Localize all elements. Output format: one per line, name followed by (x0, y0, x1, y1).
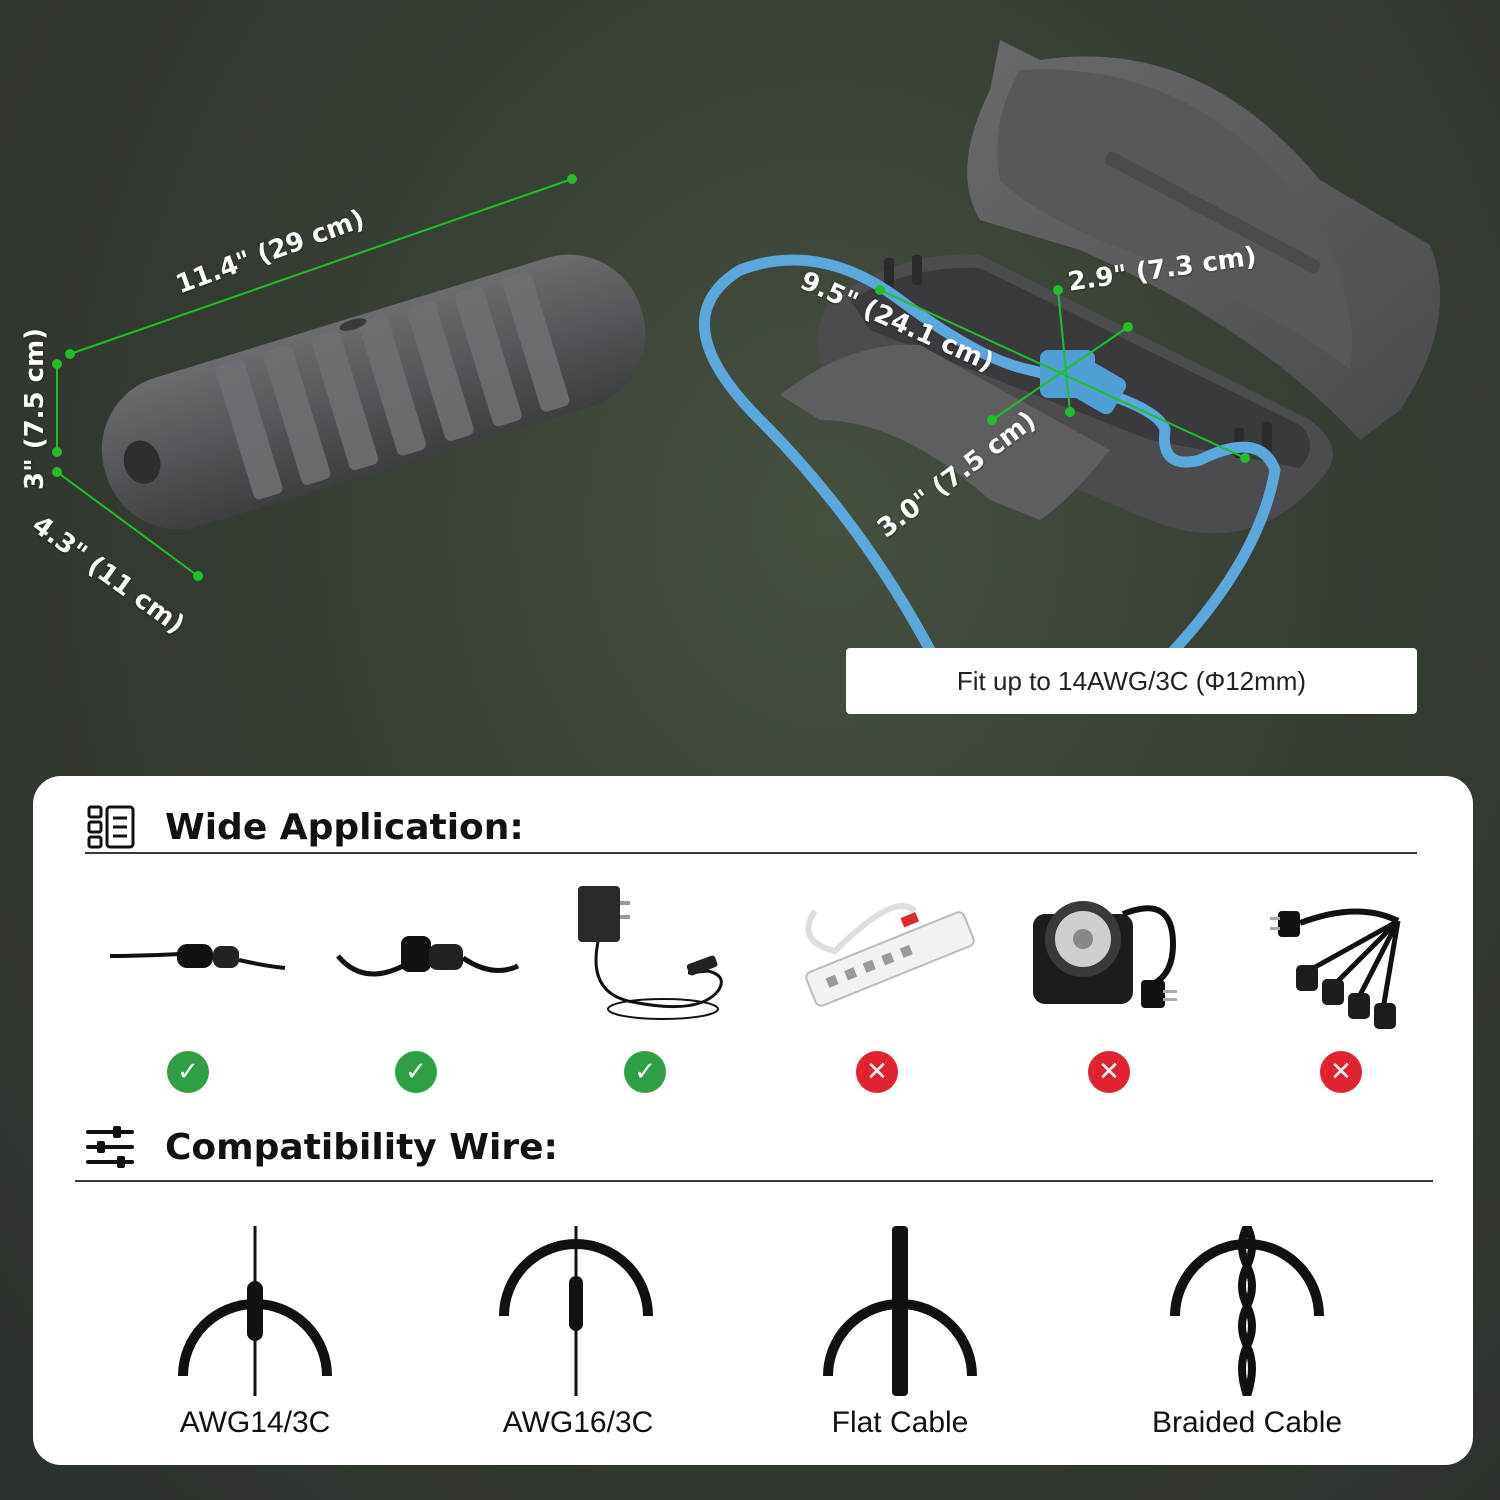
check-icon: ✓ (167, 1051, 209, 1093)
checklist-icon (87, 805, 135, 849)
check-icon: ✓ (395, 1051, 437, 1093)
cross-icon: ✕ (1320, 1051, 1362, 1093)
fit-note-text: Fit up to 14AWG/3C (Φ12mm) (956, 665, 1307, 696)
multi-outlet-splitter (1270, 908, 1401, 1029)
outdoor-timer (1033, 901, 1177, 1008)
braided-cable-icon (1170, 1226, 1324, 1396)
cross-icon: ✕ (1088, 1051, 1130, 1093)
closed-dimension-lines (52, 174, 577, 581)
open-cable-box (699, 40, 1440, 666)
fit-note-box: Fit up to 14AWG/3C (Φ12mm) (846, 648, 1417, 714)
cross-icon: ✕ (856, 1051, 898, 1093)
wire-label: AWG16/3C (502, 1406, 654, 1439)
info-panel: Wide Application: (33, 776, 1473, 1465)
compatibility-wire-header: Compatibility Wire: (85, 1124, 558, 1170)
height-dimension-label: 3" (7.5 cm) (20, 327, 50, 490)
round-cable-icon (499, 1226, 653, 1396)
round-cable-icon (178, 1226, 332, 1396)
divider (75, 1180, 1433, 1182)
check-icon: ✓ (624, 1051, 666, 1093)
right-angle-plug-cord (336, 936, 520, 977)
sliders-icon (86, 1126, 134, 1168)
compatibility-wire-title: Compatibility Wire: (165, 1126, 558, 1168)
wide-application-title: Wide Application: (165, 806, 524, 848)
power-strip (805, 903, 975, 1007)
open-dimension-lines (875, 285, 1250, 463)
closed-cable-box (101, 254, 646, 530)
wide-application-header: Wide Application: (85, 804, 524, 850)
wire-label: Flat Cable (831, 1406, 969, 1439)
flat-cable-icon (823, 1226, 977, 1396)
wire-label: AWG14/3C (179, 1406, 331, 1439)
product-illustration (52, 40, 1440, 666)
divider (85, 852, 1417, 854)
hero-section: 11.4" (29 cm) 3" (7.5 cm) 4.3" (11 cm) 9… (20, 40, 1440, 714)
extension-cord-inline-plug (109, 944, 286, 970)
wire-label: Braided Cable (1151, 1406, 1343, 1439)
power-adapter (578, 886, 723, 1020)
